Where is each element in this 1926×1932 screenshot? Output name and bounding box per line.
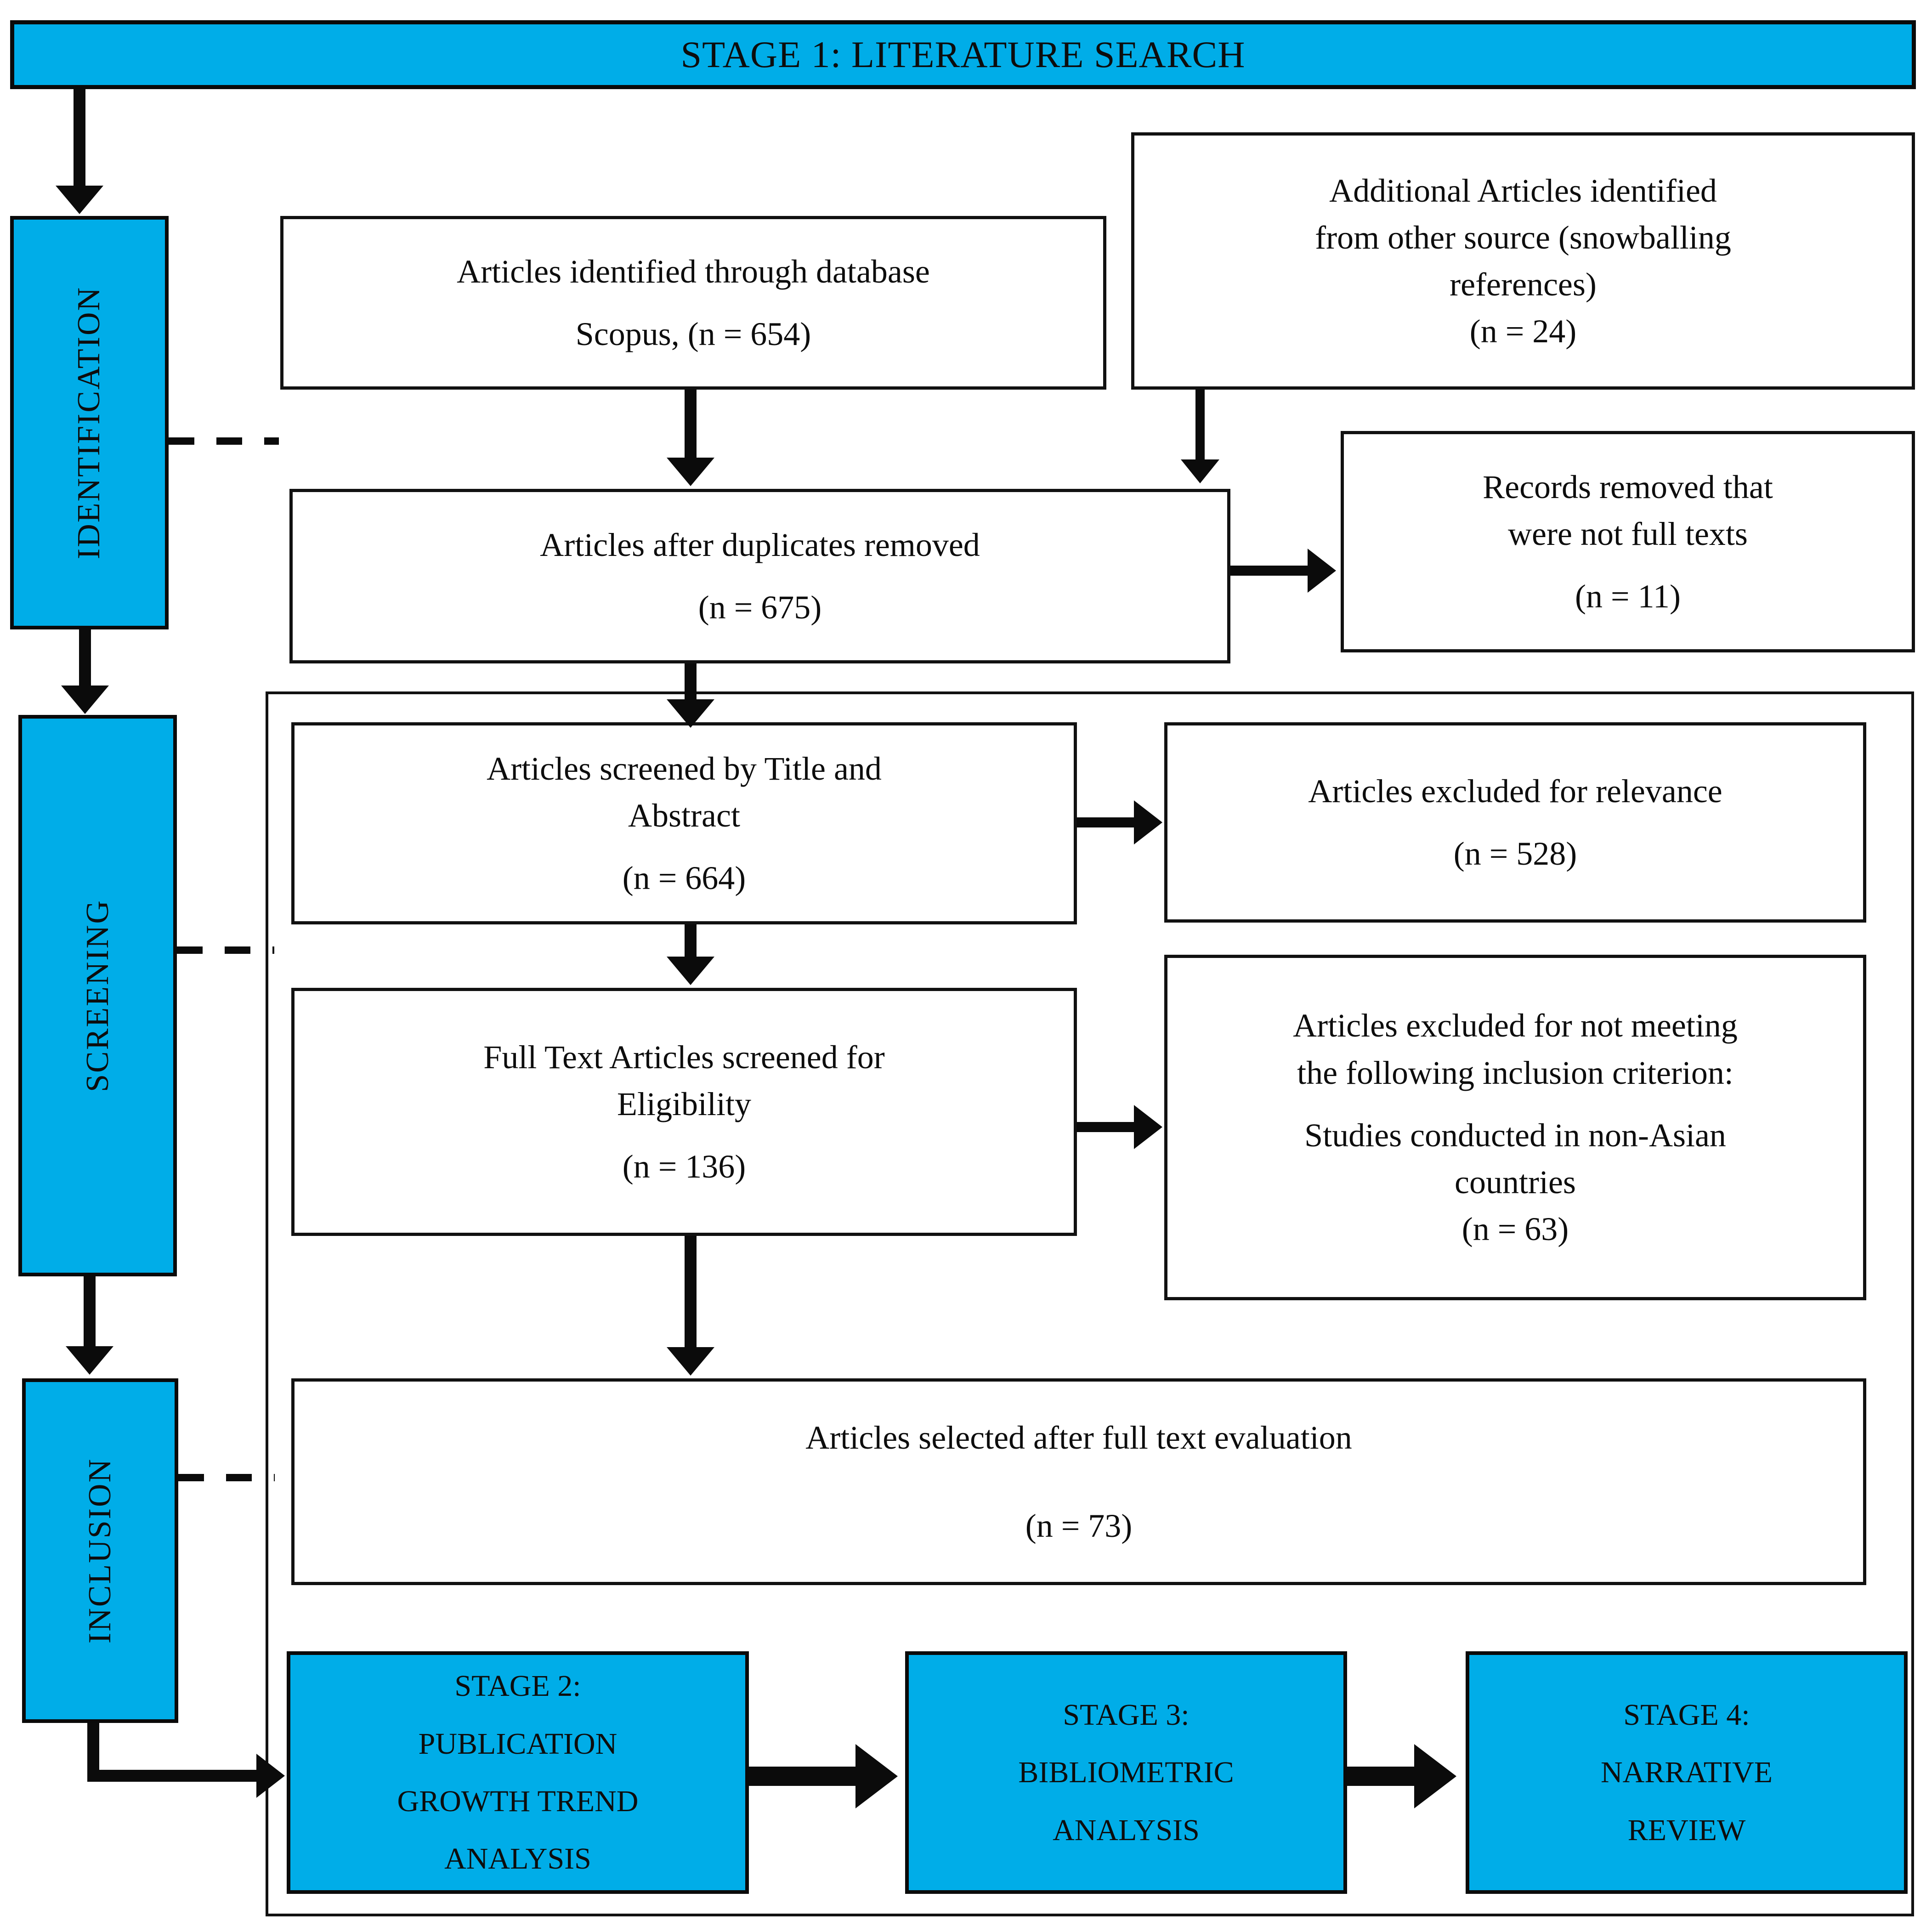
- node-screened-title-abstract: Articles screened by Title and Abstract …: [291, 722, 1077, 924]
- node-selected-after-full-text: Articles selected after full text evalua…: [291, 1378, 1866, 1585]
- connector-banner-to-identification: [74, 89, 85, 189]
- node-other-source-line2: from other source (snowballing: [1315, 219, 1731, 256]
- node-records-not-full-text: Records removed that were not full texts…: [1341, 431, 1915, 652]
- dash-inclusion-separator: [178, 1474, 275, 1481]
- arrowhead-screening-to-inclusion: [66, 1346, 113, 1375]
- stage2-box: STAGE 2: PUBLICATION GROWTH TREND ANALYS…: [287, 1651, 749, 1894]
- dash-identification-separator: [169, 437, 279, 445]
- node-other-source-line4: (n = 24): [1469, 313, 1577, 350]
- node-selected-line1: Articles selected after full text evalua…: [805, 1419, 1352, 1456]
- connector-identification-to-screening: [79, 629, 91, 689]
- node-duplicates-line2: (n = 675): [698, 589, 822, 626]
- node-other-source: Additional Articles identified from othe…: [1131, 132, 1915, 390]
- phase-inclusion-label: INCLUSION: [82, 1457, 118, 1644]
- arrowhead-stage2-to-stage3: [855, 1744, 898, 1808]
- stage4-box: STAGE 4: NARRATIVE REVIEW: [1466, 1651, 1908, 1894]
- connector-screened-to-excluded-relevance: [1077, 817, 1139, 827]
- phase-identification-label: IDENTIFICATION: [71, 286, 107, 560]
- node-eligibility-line3: (n = 136): [622, 1148, 746, 1185]
- node-database-line1: Articles identified through database: [457, 253, 930, 290]
- node-excluded-criterion-line3: Studies conducted in non-Asian: [1304, 1116, 1726, 1154]
- node-duplicates-removed: Articles after duplicates removed (n = 6…: [289, 489, 1230, 663]
- arrowhead-inclusion-to-stage2: [256, 1754, 285, 1798]
- connector-stage2-to-stage3: [749, 1767, 864, 1786]
- connector-duplicates-to-removed: [1230, 566, 1314, 576]
- connector-eligibility-to-selected: [685, 1236, 697, 1351]
- dash-screening-separator: [177, 946, 274, 954]
- node-excluded-criterion-line1: Articles excluded for not meeting: [1293, 1007, 1738, 1044]
- arrowhead-stage3-to-stage4: [1414, 1744, 1456, 1808]
- stage1-banner: STAGE 1: LITERATURE SEARCH: [10, 20, 1916, 89]
- node-excluded-relevance-line2: (n = 528): [1453, 835, 1577, 872]
- arrowhead-screened-to-eligibility: [667, 957, 714, 985]
- stage2-line4: ANALYSIS: [444, 1842, 591, 1876]
- arrowhead-duplicates-to-removed: [1308, 549, 1336, 593]
- connector-screening-to-inclusion: [84, 1276, 96, 1350]
- stage3-line3: ANALYSIS: [1053, 1813, 1200, 1847]
- node-other-source-line1: Additional Articles identified: [1329, 172, 1717, 209]
- node-database-search: Articles identified through database Sco…: [280, 216, 1106, 390]
- connector-database-to-duplicates: [685, 390, 697, 461]
- stage2-line1: STAGE 2:: [454, 1669, 581, 1703]
- arrowhead-database-to-duplicates: [667, 458, 714, 486]
- connector-screened-to-eligibility: [685, 924, 697, 960]
- phase-inclusion: INCLUSION: [22, 1378, 178, 1723]
- stage2-line3: GROWTH TREND: [397, 1785, 639, 1818]
- connector-eligibility-to-excluded-criterion: [1077, 1122, 1139, 1132]
- connector-stage3-to-stage4: [1347, 1767, 1420, 1786]
- node-excluded-criterion-line4: countries: [1455, 1164, 1576, 1201]
- stage4-line1: STAGE 4:: [1623, 1698, 1750, 1732]
- node-full-text-eligibility: Full Text Articles screened for Eligibil…: [291, 988, 1077, 1236]
- node-not-full-text-line1: Records removed that: [1483, 468, 1773, 505]
- stage1-banner-title: STAGE 1: LITERATURE SEARCH: [680, 33, 1246, 75]
- phase-screening: SCREENING: [18, 715, 177, 1276]
- node-eligibility-line2: Eligibility: [617, 1085, 751, 1122]
- phase-screening-label: SCREENING: [79, 899, 115, 1092]
- stage3-box: STAGE 3: BIBLIOMETRIC ANALYSIS: [905, 1651, 1347, 1894]
- node-not-full-text-line3: (n = 11): [1575, 578, 1681, 615]
- phase-identification: IDENTIFICATION: [10, 216, 169, 629]
- node-eligibility-line1: Full Text Articles screened for: [483, 1038, 885, 1076]
- arrowhead-screened-to-excluded-relevance: [1134, 800, 1162, 844]
- arrowhead-identification-to-screening: [61, 686, 109, 714]
- node-excluded-relevance-line1: Articles excluded for relevance: [1308, 772, 1722, 810]
- node-selected-line2: (n = 73): [1025, 1507, 1133, 1544]
- stage3-line1: STAGE 3:: [1063, 1698, 1190, 1732]
- arrowhead-duplicates-to-screened: [667, 699, 714, 728]
- node-excluded-criterion-line5: (n = 63): [1461, 1211, 1569, 1248]
- node-screened-line2: Abstract: [628, 797, 740, 834]
- arrowhead-eligibility-to-excluded-criterion: [1134, 1105, 1162, 1149]
- stage4-line3: REVIEW: [1627, 1813, 1746, 1847]
- stage4-line2: NARRATIVE: [1601, 1756, 1773, 1790]
- stage3-line2: BIBLIOMETRIC: [1018, 1756, 1234, 1790]
- node-database-line2: Scopus, (n = 654): [575, 316, 811, 352]
- arrowhead-banner-to-identification: [56, 186, 103, 214]
- connector-other-source-to-duplicates: [1195, 390, 1205, 463]
- node-excluded-criterion: Articles excluded for not meeting the fo…: [1164, 955, 1866, 1300]
- screening-inclusion-group-frame: [266, 691, 1914, 1916]
- stage2-line2: PUBLICATION: [418, 1727, 617, 1761]
- node-excluded-criterion-line2: the following inclusion criterion:: [1297, 1054, 1733, 1091]
- node-duplicates-line1: Articles after duplicates removed: [540, 526, 980, 563]
- connector-inclusion-to-stage2: [87, 1770, 277, 1782]
- arrowhead-other-source-to-duplicates: [1181, 459, 1219, 483]
- node-excluded-relevance: Articles excluded for relevance (n = 528…: [1164, 722, 1866, 923]
- node-other-source-line3: references): [1450, 266, 1597, 303]
- node-screened-line3: (n = 664): [622, 860, 746, 897]
- node-screened-line1: Articles screened by Title and: [487, 750, 882, 787]
- arrowhead-eligibility-to-selected: [667, 1347, 714, 1376]
- node-not-full-text-line2: were not full texts: [1508, 515, 1748, 552]
